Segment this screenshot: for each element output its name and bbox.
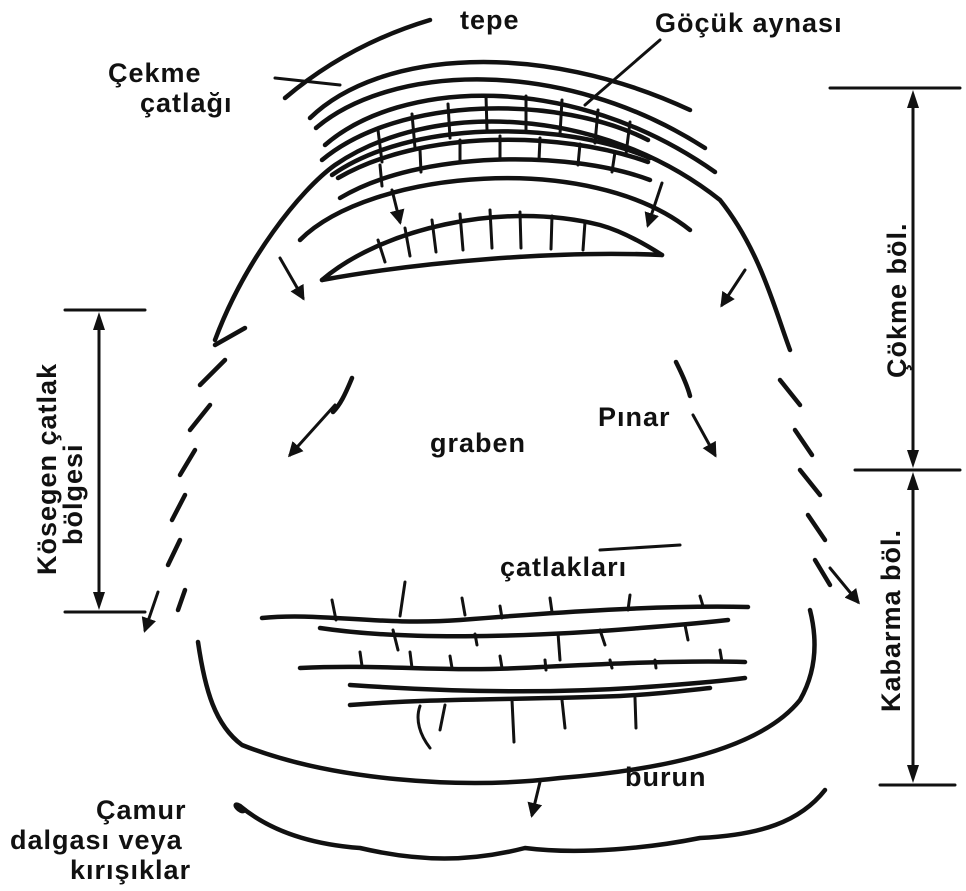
label-catlaklari: çatlakları [500, 552, 627, 582]
label-camur: Çamur [96, 795, 187, 825]
slump-block [322, 210, 662, 280]
main-scarp [215, 122, 790, 350]
transverse-cracks-upper [262, 582, 748, 660]
label-kirisiklar: kırışıklar [70, 855, 191, 885]
label-dalgasi-veya: dalgası veya [10, 825, 183, 855]
label-cokme-bol: Çökme böl. [882, 222, 912, 378]
label-kabarma-bol: Kabarma böl. [876, 529, 906, 712]
label-gocuk-aynasi: Göçük aynası [655, 8, 843, 38]
label-catlagi: çatlağı [140, 88, 233, 118]
transverse-cracks-lower [300, 650, 745, 748]
diagonal-cracks-left [168, 328, 245, 610]
label-burun: burun [625, 762, 706, 792]
label-tepe: tepe [460, 5, 520, 35]
mud-waves [236, 790, 825, 859]
movement-arrows [145, 183, 858, 815]
label-graben: graben [430, 428, 526, 458]
label-bolgesi: bölgesi [58, 443, 88, 545]
label-pinar: Pınar [598, 402, 671, 432]
diagonal-cracks-right [780, 380, 830, 585]
label-cekme: Çekme [108, 58, 202, 88]
